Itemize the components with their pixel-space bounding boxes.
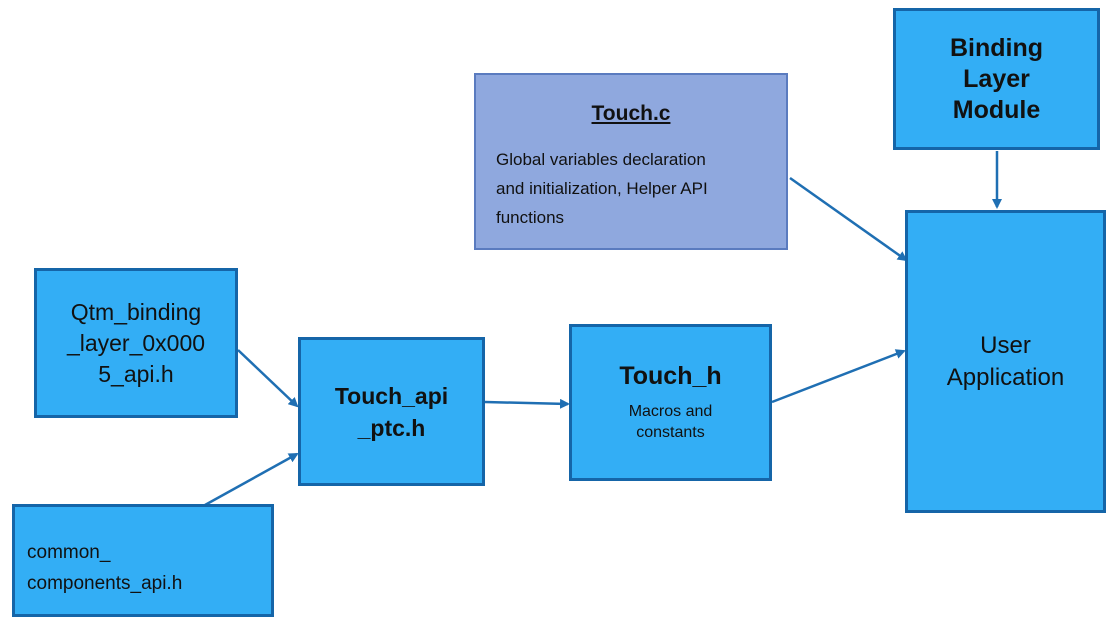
touch-h-node: Touch_h Macros and constants: [569, 324, 772, 481]
touch-h-desc-line2: constants: [636, 424, 705, 441]
edge-common-components-to-touch-api-ptc: [204, 452, 299, 507]
touch-c-desc-line1: Global variables declaration: [496, 150, 706, 169]
touch-h-desc-line1: Macros and: [628, 403, 713, 420]
user-application-line2: Application: [946, 363, 1065, 391]
touch-c-node: Touch.c Global variables declaration and…: [474, 73, 788, 250]
binding-layer-module-line3: Module: [952, 95, 1041, 124]
touch-h-title: Touch_h: [619, 362, 722, 390]
common-components-node: common_ components_api.h: [12, 504, 274, 617]
user-application-node: User Application: [905, 210, 1106, 513]
qtm-binding-node: Qtm_binding _layer_0x000 5_api.h: [34, 268, 238, 418]
binding-layer-module-node: Binding Layer Module: [893, 8, 1100, 150]
touch-c-desc-line2: and initialization, Helper API: [496, 179, 708, 198]
edge-touch-c-to-user-application: [789, 176, 908, 262]
user-application-line1: User: [980, 331, 1031, 359]
binding-layer-module-line1: Binding: [949, 33, 1044, 62]
binding-layer-module-line2: Layer: [963, 64, 1030, 93]
qtm-binding-line2: _layer_0x000: [66, 329, 206, 356]
common-components-line2: components_api.h: [27, 573, 183, 594]
touch-api-ptc-line1: Touch_api: [334, 382, 449, 409]
qtm-binding-line3: 5_api.h: [98, 360, 174, 387]
common-components-line1: common_: [27, 542, 111, 563]
edge-touch-h-to-user-application: [771, 349, 906, 404]
qtm-binding-line1: Qtm_binding: [70, 298, 202, 325]
edge-touch-api-ptc-to-touch-h: [484, 398, 570, 409]
edge-qtm-binding-to-touch-api-ptc: [237, 349, 299, 408]
touch-api-ptc-line2: _ptc.h: [357, 414, 426, 441]
touch-c-title: Touch.c: [591, 102, 671, 125]
touch-c-desc-line3: functions: [496, 208, 565, 227]
touch-api-ptc-node: Touch_api _ptc.h: [298, 337, 485, 486]
